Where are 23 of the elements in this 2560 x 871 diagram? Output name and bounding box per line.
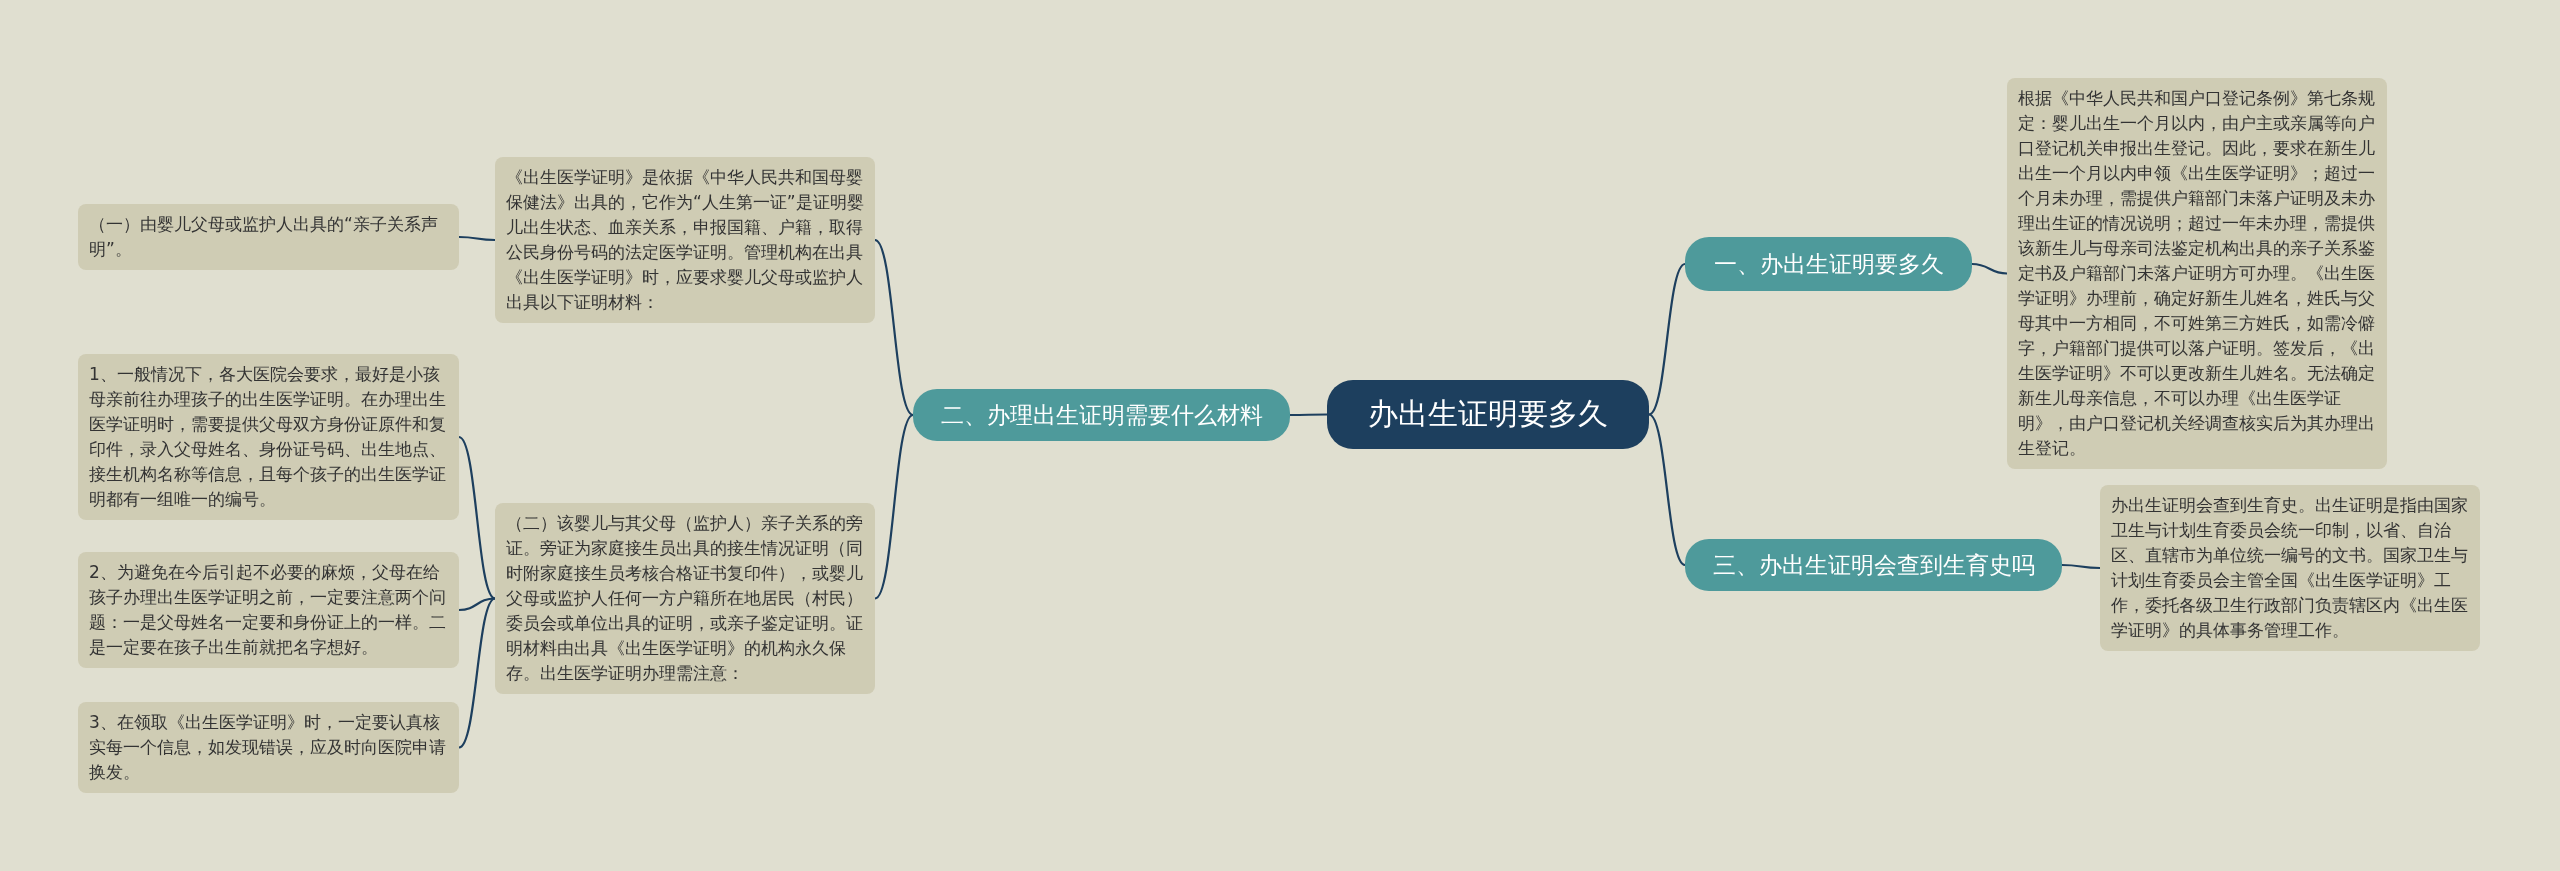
connector-line <box>1290 413 1327 417</box>
note-card: 2、为避免在今后引起不必要的麻烦，父母在给孩子办理出生医学证明之前，一定要注意两个问题：一是父母姓名一定要和身份证上的一样。二是一定要在孩子出生前就把名字想好。 <box>78 552 459 668</box>
connector-line <box>2062 563 2100 570</box>
branch-topic: 二、办理出生证明需要什么材料 <box>913 389 1290 441</box>
note-card: 办出生证明会查到生育史。出生证明是指由国家卫生与计划生育委员会统一印制，以省、自治区、直辖市为单位统一编号的文书。国家卫生与计划生育委员会主管全国《出生医学证明》工作，委托各级卫生行政部门负责辖区内《出生医学证明》的具体事务管理工作。 <box>2100 485 2480 651</box>
connector-line <box>458 597 496 749</box>
connector-line <box>458 597 496 612</box>
connector-line <box>874 239 914 416</box>
note-card: （一）由婴儿父母或监护人出具的“亲子关系声明”。 <box>78 204 459 270</box>
connector-line <box>458 436 496 600</box>
note-card: 根据《中华人民共和国户口登记条例》第七条规定：婴儿出生一个月以内，由户主或亲属等向户口登记机关申报出生登记。因此，要求在新生儿出生一个月以内申领《出生医学证明》；超过一个月未办理，需提供户籍部门未落户证明及未办理出生证的情况说明；超过一年未办理，需提供该新生儿与母亲司法鉴定机构出具的亲子关系鉴定书及户籍部门未落户证明方可办理。《出生医学证明》办理前，确定好新生儿姓名，姓氏与父母其中一方相同，不可姓第三方姓氏，如需冷僻字，户籍部门提供可以落户证明。签发后，《出生医学证明》不可以更改新生儿姓名。无法确定新生儿母亲信息，不可以办理《出生医学证明》，由户口登记机关经调查核实后为其办理出生登记。 <box>2007 78 2387 469</box>
note-card: （二）该婴儿与其父母（监护人）亲子关系的旁证。旁证为家庭接生员出具的接生情况证明（同时附家庭接生员考核合格证书复印件），或婴儿父母或监护人任何一方户籍所在地居民（村民）委员会或单位出具的证明，或亲子鉴定证明。证明材料由出具《出生医学证明》的机构永久保存。出生医学证明办理需注意： <box>495 503 875 694</box>
connector-line <box>874 414 914 600</box>
connector-line <box>459 235 495 242</box>
branch-topic: 三、办出生证明会查到生育史吗 <box>1685 539 2062 591</box>
note-card: 《出生医学证明》是依据《中华人民共和国母婴保健法》出具的，它作为“人生第一证”是证明婴儿出生状态、血亲关系，申报国籍、户籍，取得公民身份号码的法定医学证明。管理机构在出具《出生医学证明》时，应要求婴儿父母或监护人出具以下证明材料： <box>495 157 875 323</box>
connector-line <box>1648 263 1686 416</box>
connector-line <box>1971 262 2008 275</box>
connector-line <box>1648 413 1686 566</box>
note-card: 3、在领取《出生医学证明》时，一定要认真核实每一个信息，如发现错误，应及时向医院申请换发。 <box>78 702 459 793</box>
note-card: 1、一般情况下，各大医院会要求，最好是小孩母亲前往办理孩子的出生医学证明。在办理出生医学证明时，需要提供父母双方身份证原件和复印件，录入父母姓名、身份证号码、出生地点、接生机构名称等信息，且每个孩子的出生医学证明都有一组唯一的编号。 <box>78 354 459 520</box>
branch-topic: 一、办出生证明要多久 <box>1685 237 1972 291</box>
central-topic: 办出生证明要多久 <box>1327 380 1649 449</box>
